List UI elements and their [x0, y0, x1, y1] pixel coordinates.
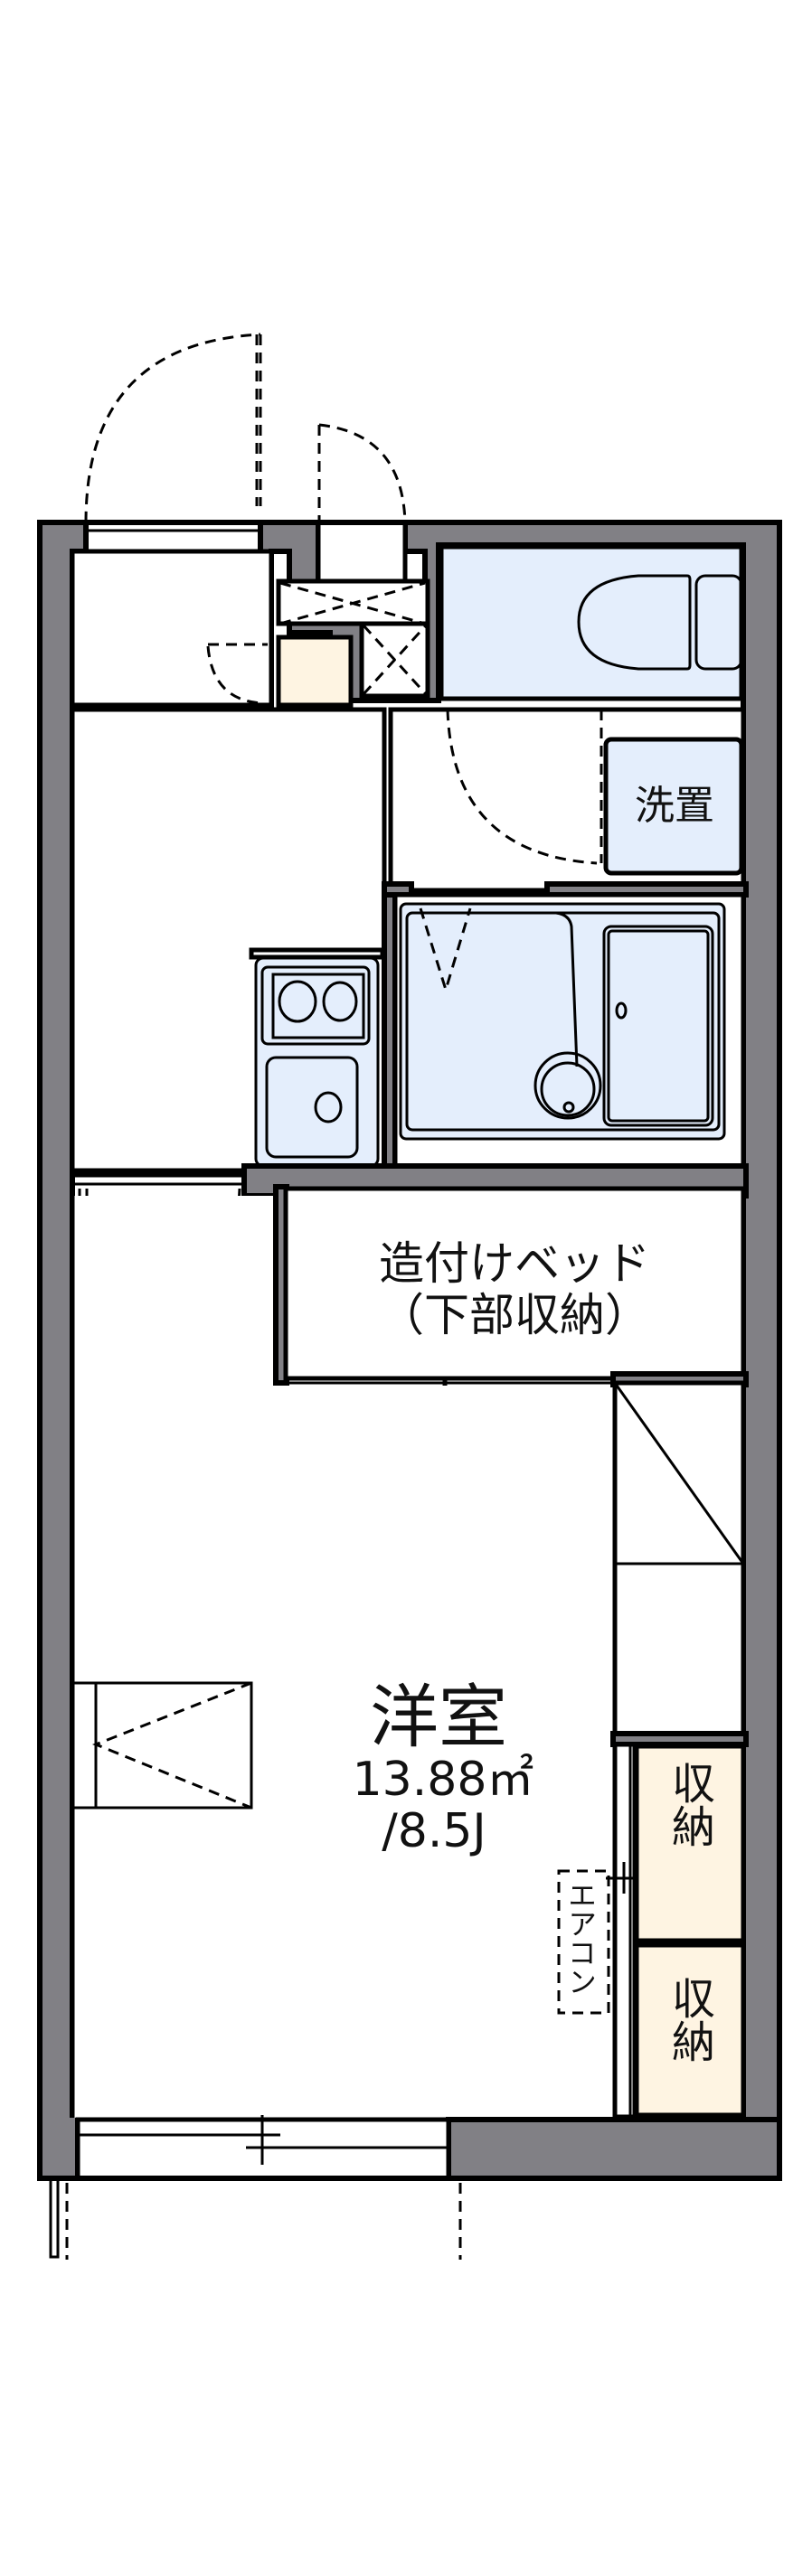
air-conditioner-label: エアコン	[563, 1880, 598, 1996]
closet-mark	[71, 1681, 253, 1810]
storage-units	[612, 1742, 746, 2120]
built-in-bed-label-line1: 造付けベッド	[379, 1237, 650, 1290]
toilet-bowl	[577, 574, 692, 671]
pipe-shaft	[276, 578, 430, 699]
closet	[610, 1371, 749, 1747]
shoe-cabinet	[276, 635, 354, 708]
storage-1-label: 収納	[664, 1761, 714, 1847]
storage-2-label: 収納	[664, 1976, 714, 2063]
built-in-bed-label-line2: （下部収納）	[379, 1289, 650, 1341]
toilet-room	[439, 544, 744, 701]
main-room-size: /8.5J	[382, 1804, 486, 1858]
main-room-name: 洋室	[370, 1677, 507, 1757]
washer-space-label: 洗置	[635, 783, 714, 829]
washer-space	[603, 737, 744, 876]
bathroom	[382, 881, 749, 1173]
air-conditioner	[557, 1869, 610, 2015]
entrance	[70, 333, 408, 708]
toilet-tank	[694, 574, 743, 671]
kitchen	[249, 947, 385, 1168]
built-in-bed	[273, 1184, 746, 1386]
sliding-window	[49, 2115, 782, 2260]
main-room-area: 13.88㎡	[352, 1753, 534, 1807]
